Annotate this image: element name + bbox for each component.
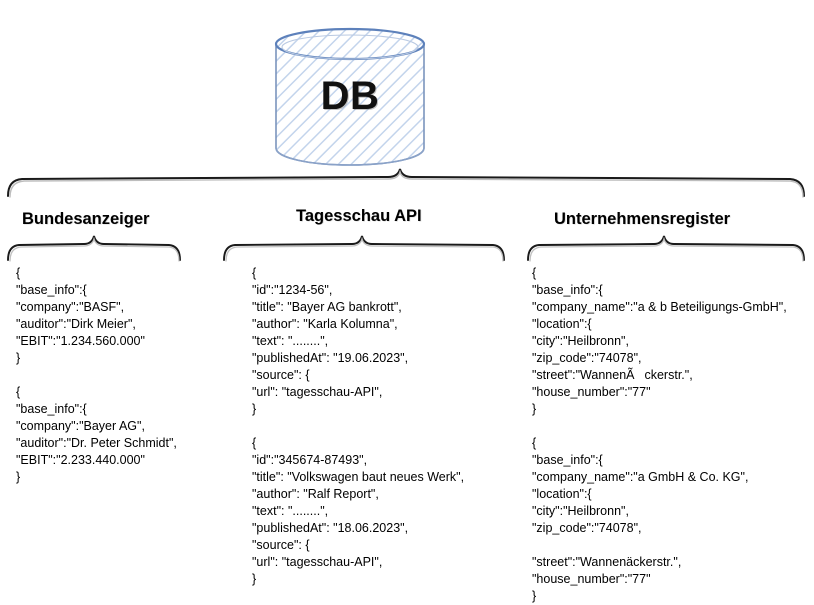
json-line: { xyxy=(532,436,537,450)
json-line: "location":{ xyxy=(532,317,592,331)
json-line: "publishedAt": "19.06.2023", xyxy=(252,351,409,365)
source-title-tagesschau: Tagesschau API xyxy=(296,207,422,225)
json-record: { "id":"1234-56", "title": "Bayer AG bankr… xyxy=(252,265,464,418)
json-line: "city":"Heilbronn", xyxy=(532,334,629,348)
json-line: } xyxy=(252,402,257,416)
json-line: "zip_code":"74078", xyxy=(532,351,642,365)
json-line xyxy=(532,537,787,554)
json-line: } xyxy=(532,402,537,416)
json-line: "id":"1234-56", xyxy=(252,283,333,297)
json-line: { xyxy=(252,266,257,280)
json-line: { xyxy=(16,266,21,280)
json-line: "street":"WannenÃckerstr.", xyxy=(532,368,693,382)
json-line: "city":"Heilbronn", xyxy=(532,504,629,518)
json-line: "url": "tagesschau-API", xyxy=(252,385,383,399)
json-line: { xyxy=(16,385,21,399)
json-line: "company":"BASF", xyxy=(16,300,125,314)
source-title-unternehmensregister: Unternehmensregister xyxy=(554,210,731,228)
json-line: "company_name":"a GmbH & Co. KG", xyxy=(532,470,749,484)
json-line: "zip_code":"74078", xyxy=(532,521,642,535)
json-line: "title": "Volkswagen baut neues Werk", xyxy=(252,470,465,484)
json-line: "street":"Wannenäckerstr.", xyxy=(532,555,682,569)
json-line: "base_info":{ xyxy=(16,402,87,416)
json-line: "author": "Ralf Report", xyxy=(252,487,379,501)
json-record: { "base_info":{ "company":"BASF", "auditor"… xyxy=(16,265,177,367)
json-record-gap xyxy=(252,418,464,435)
json-line: "EBIT":"2.233.440.000" xyxy=(16,453,145,467)
json-record-gap xyxy=(532,418,787,435)
database-cylinder-icon xyxy=(274,27,426,166)
json-line: "base_info":{ xyxy=(16,283,87,297)
json-line: "text": "........", xyxy=(252,504,329,518)
json-column-bundesanzeiger: { "base_info":{ "company":"BASF", "auditor"… xyxy=(16,265,177,486)
json-line: { xyxy=(532,266,537,280)
source-title-bundesanzeiger: Bundesanzeiger xyxy=(22,210,150,228)
json-line: "house_number":"77" xyxy=(532,385,651,399)
json-record: { "base_info":{ "company":"Bayer AG", "audi… xyxy=(16,384,177,486)
json-line: "publishedAt": "18.06.2023", xyxy=(252,521,409,535)
json-line: "house_number":"77" xyxy=(532,572,651,586)
json-line: } xyxy=(16,351,21,365)
json-line: "source": { xyxy=(252,538,310,552)
json-line: "base_info":{ xyxy=(532,453,603,467)
json-record-gap xyxy=(16,367,177,384)
json-line: } xyxy=(532,589,537,603)
json-line: "company_name":"a & b Beteiligungs-GmbH"… xyxy=(532,300,787,314)
json-line: "company":"Bayer AG", xyxy=(16,419,145,433)
brace-unternehmensregister xyxy=(526,235,806,262)
json-line: } xyxy=(16,470,21,484)
json-line: "text": "........", xyxy=(252,334,329,348)
json-line: "auditor":"Dr. Peter Schmidt", xyxy=(16,436,177,450)
json-record: { "base_info":{ "company_name":"a GmbH & C… xyxy=(532,435,787,605)
brace-root-to-sources xyxy=(6,168,806,198)
json-record: { "id":"345674-87493", "title": "Volkswage… xyxy=(252,435,464,588)
json-line: "author": "Karla Kolumna", xyxy=(252,317,398,331)
json-record: { "base_info":{ "company_name":"a & b Bete… xyxy=(532,265,787,418)
brace-tagesschau xyxy=(222,235,506,262)
json-line: "base_info":{ xyxy=(532,283,603,297)
json-line: "title": "Bayer AG bankrott", xyxy=(252,300,402,314)
json-line: "EBIT":"1.234.560.000" xyxy=(16,334,145,348)
json-line: "url": "tagesschau-API", xyxy=(252,555,383,569)
json-line: "location":{ xyxy=(532,487,592,501)
json-line: } xyxy=(252,572,257,586)
json-line: "source": { xyxy=(252,368,310,382)
json-line: "id":"345674-87493", xyxy=(252,453,368,467)
json-line: "auditor":"Dirk Meier", xyxy=(16,317,136,331)
brace-bundesanzeiger xyxy=(6,235,182,262)
json-column-unternehmensregister: { "base_info":{ "company_name":"a & b Bete… xyxy=(532,265,787,605)
database-node: DB xyxy=(272,26,428,166)
database-label: DB xyxy=(320,73,380,118)
json-line: { xyxy=(252,436,257,450)
json-column-tagesschau: { "id":"1234-56", "title": "Bayer AG bankr… xyxy=(252,265,464,588)
